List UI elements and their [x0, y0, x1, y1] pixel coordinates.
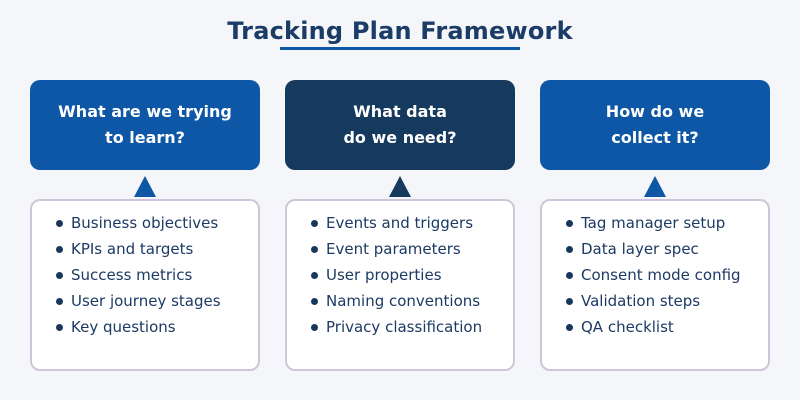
- list-item: Business objectives: [56, 210, 250, 236]
- bullet-icon: [311, 219, 318, 227]
- arrow-up-icon: [644, 176, 666, 197]
- page-title: Tracking Plan Framework: [227, 17, 573, 45]
- list-learn: Business objectives KPIs and targets Suc…: [32, 201, 258, 340]
- list-item: Tag manager setup: [566, 210, 760, 236]
- list-item: User properties: [311, 262, 505, 288]
- bullet-icon: [56, 245, 63, 253]
- list-item: Key questions: [56, 314, 250, 340]
- column-data: What data do we need? Events and trigger…: [285, 80, 515, 375]
- list-item-label: Business objectives: [71, 214, 219, 232]
- list-item-label: QA checklist: [581, 318, 674, 336]
- bullet-icon: [566, 271, 573, 279]
- list-item: Event parameters: [311, 236, 505, 262]
- question-line-2: to learn?: [105, 128, 185, 147]
- list-collect: Tag manager setup Data layer spec Consen…: [542, 201, 768, 340]
- list-box-collect: Tag manager setup Data layer spec Consen…: [540, 199, 770, 371]
- list-item-label: User properties: [326, 266, 442, 284]
- bullet-icon: [566, 219, 573, 227]
- list-item-label: Consent mode config: [581, 266, 741, 284]
- column-collect: How do we collect it? Tag manager setup …: [540, 80, 770, 375]
- bullet-icon: [56, 219, 63, 227]
- bullet-icon: [56, 323, 63, 331]
- list-data: Events and triggers Event parameters Use…: [287, 201, 513, 340]
- list-item: User journey stages: [56, 288, 250, 314]
- bullet-icon: [566, 297, 573, 305]
- list-item: Naming conventions: [311, 288, 505, 314]
- list-item: KPIs and targets: [56, 236, 250, 262]
- question-box-learn: What are we trying to learn?: [30, 80, 260, 170]
- list-item: Success metrics: [56, 262, 250, 288]
- list-item: QA checklist: [566, 314, 760, 340]
- column-learn: What are we trying to learn? Business ob…: [30, 80, 260, 375]
- list-item: Consent mode config: [566, 262, 760, 288]
- bullet-icon: [311, 245, 318, 253]
- question-box-data: What data do we need?: [285, 80, 515, 170]
- list-item-label: Privacy classification: [326, 318, 483, 336]
- list-item: Data layer spec: [566, 236, 760, 262]
- list-item-label: Validation steps: [581, 292, 701, 310]
- list-item-label: Data layer spec: [581, 240, 699, 258]
- arrow-up-icon: [389, 176, 411, 197]
- question-line-1: What are we trying: [58, 102, 232, 121]
- list-item-label: Event parameters: [326, 240, 461, 258]
- bullet-icon: [566, 245, 573, 253]
- bullet-icon: [566, 323, 573, 331]
- arrow-up-icon: [134, 176, 156, 197]
- list-item-label: Events and triggers: [326, 214, 474, 232]
- list-item: Validation steps: [566, 288, 760, 314]
- bullet-icon: [56, 271, 63, 279]
- question-line-2: do we need?: [343, 128, 457, 147]
- list-box-learn: Business objectives KPIs and targets Suc…: [30, 199, 260, 371]
- list-item-label: Naming conventions: [326, 292, 481, 310]
- list-item: Events and triggers: [311, 210, 505, 236]
- bullet-icon: [311, 297, 318, 305]
- title-underline: [280, 47, 520, 50]
- question-line-1: What data: [353, 102, 447, 121]
- list-item-label: Success metrics: [71, 266, 193, 284]
- list-item-label: KPIs and targets: [71, 240, 194, 258]
- list-item-label: Key questions: [71, 318, 176, 336]
- bullet-icon: [56, 297, 63, 305]
- question-line-2: collect it?: [611, 128, 699, 147]
- list-item-label: Tag manager setup: [581, 214, 726, 232]
- question-line-1: How do we: [605, 102, 705, 121]
- question-box-collect: How do we collect it?: [540, 80, 770, 170]
- list-item-label: User journey stages: [71, 292, 221, 310]
- list-box-data: Events and triggers Event parameters Use…: [285, 199, 515, 371]
- bullet-icon: [311, 271, 318, 279]
- bullet-icon: [311, 323, 318, 331]
- list-item: Privacy classification: [311, 314, 505, 340]
